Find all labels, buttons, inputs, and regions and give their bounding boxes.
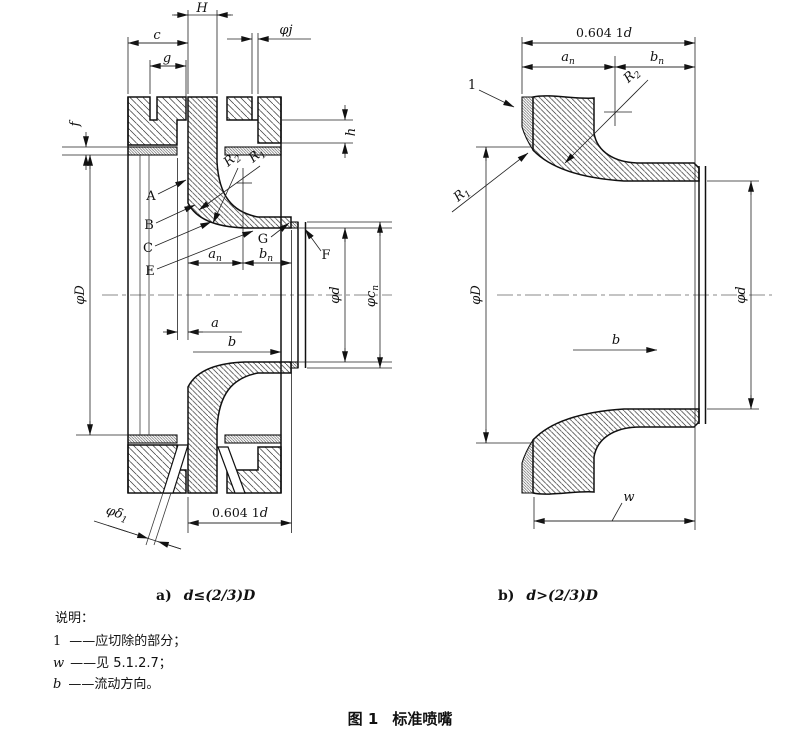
cut-part-upper <box>521 96 534 152</box>
dim-label-length-a: 0.604 1d <box>212 505 268 521</box>
point-label-A: A <box>145 189 156 204</box>
dim-c: c <box>127 28 189 94</box>
dim-label-phi-D-a: φD <box>73 285 88 305</box>
dim-length-b: 0.604 1d <box>521 25 696 530</box>
dim-label-w: w <box>623 490 634 505</box>
dim-H: H <box>172 1 233 94</box>
caption-a: a)d≤(2/3)D <box>156 588 256 604</box>
gasket-strip-top-left <box>127 146 178 156</box>
point-label-F: F <box>321 248 330 263</box>
dim-label-phi-delta1: φδ1 <box>103 503 130 526</box>
radius-R1-b: R1 <box>450 152 529 213</box>
dim-label-R1-b: R1 <box>450 184 474 208</box>
dim-label-phi-d-b: φd <box>734 286 749 303</box>
flange-top-left <box>127 96 187 146</box>
dim-label-phi-D-b: φD <box>469 285 484 305</box>
point-label-E: E <box>145 264 155 279</box>
dim-label-phi-d-a: φd <box>328 286 343 303</box>
caption-b: b)d>(2/3)D <box>498 588 599 604</box>
nozzle-body-upper-b <box>532 95 700 182</box>
flow-arrow-a: b <box>193 335 282 355</box>
drain-slot-extension <box>153 492 172 546</box>
nozzle-body-lower-b <box>532 408 700 495</box>
dim-g: g <box>149 51 187 118</box>
dim-label-an-b: an <box>561 50 575 67</box>
dim-f: f <box>62 119 128 170</box>
dim-label-length-b: 0.604 1d <box>576 25 632 41</box>
point-labels-a: A B C E G F <box>143 179 331 279</box>
nozzle-body-upper <box>187 96 292 229</box>
flow-label-b-a: b <box>228 335 236 350</box>
legend-item-b: b——流动方向。 <box>53 676 159 692</box>
drain-slot-extension <box>145 492 164 546</box>
dim-an-bn-b: an bn <box>521 50 696 126</box>
point-label-B: B <box>144 218 154 233</box>
point-label-G: G <box>258 232 268 247</box>
cut-part-lower <box>521 438 534 494</box>
nozzle-body-lower <box>187 361 292 494</box>
exit-lip-upper <box>290 221 299 229</box>
dim-label-g: g <box>163 51 171 66</box>
dim-label-h: h <box>344 128 359 136</box>
dim-label-a: a <box>211 316 219 331</box>
panel-a-drawing: H c g φj f <box>62 1 392 604</box>
point-label-1: 1 <box>468 78 476 93</box>
dim-phi-d-b: φd <box>707 180 759 410</box>
legend-title: 说明： <box>55 611 94 626</box>
drain-slot-left <box>162 444 189 494</box>
dim-label-f: f <box>68 119 83 127</box>
legend-item-w: w——见 5.1.2.7； <box>53 656 172 671</box>
dim-phi-cn: φcn <box>307 221 392 369</box>
dim-a: a <box>163 316 242 335</box>
panel-b-drawing: 0.604 1d an bn 1 R2 R1 <box>450 25 772 604</box>
gasket-strip-bottom-left <box>127 434 178 444</box>
legend: 说明： 1——应切除的部分； w——见 5.1.2.7； b——流动方向。 <box>53 611 186 692</box>
dim-phi-delta1: φδ1 <box>93 503 182 550</box>
dim-h: h <box>282 105 359 158</box>
dim-w: w <box>533 490 696 529</box>
dim-label-c: c <box>153 28 161 43</box>
dim-phi-D-a: φD <box>73 154 128 436</box>
dim-label-R2-b: R2 <box>620 64 644 88</box>
flow-label-b-b: b <box>612 333 620 348</box>
dim-an-bn-a: an bn <box>177 158 292 533</box>
leader-1: 1 <box>468 78 515 108</box>
dim-phi-j: φj <box>227 23 311 94</box>
flow-arrow-b: b <box>573 333 658 353</box>
drain-slot-right <box>217 446 246 494</box>
dim-label-H: H <box>195 1 208 16</box>
dim-label-phi-j: φj <box>279 23 292 38</box>
dim-phi-d-a: φd <box>299 227 392 363</box>
exit-lip-lower <box>290 361 299 369</box>
dim-length-a: 0.604 1d <box>187 497 292 533</box>
gasket-strip-bottom-right <box>224 434 282 444</box>
dim-phi-D-b: φD <box>469 146 531 444</box>
dim-label-bn-b: bn <box>650 50 664 67</box>
dim-label-phi-cn: φcn <box>364 285 381 307</box>
dim-label-an-a: an <box>208 247 222 264</box>
point-label-C: C <box>143 241 153 256</box>
dim-label-bn-a: bn <box>259 247 273 264</box>
flange-top-right <box>226 96 282 144</box>
legend-item-1: 1——应切除的部分； <box>53 633 186 649</box>
